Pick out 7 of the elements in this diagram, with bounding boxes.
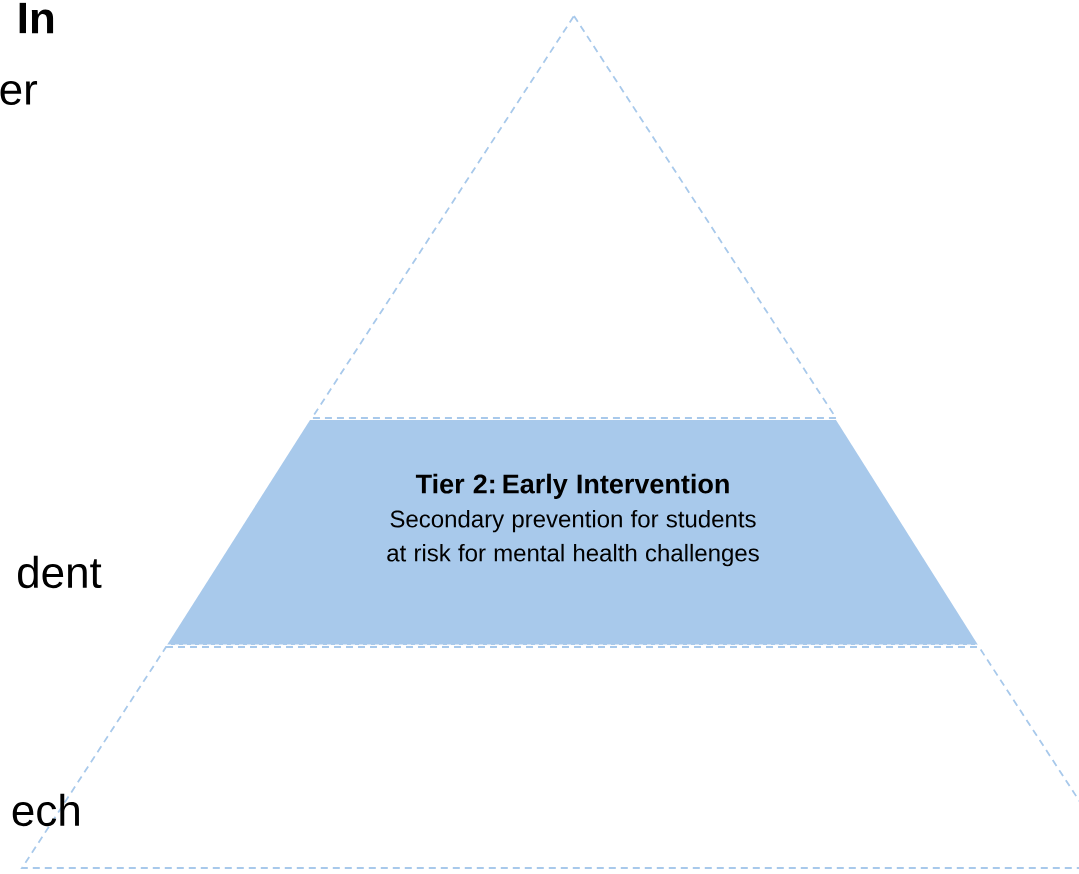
node-label: Secondary prevention for students at risk for mental health challenges bbox=[387, 509, 759, 567]
node-label: Tier 2: Early Intervention bbox=[415, 473, 729, 499]
tier-band: Tier 2: Early Intervention Secondary prevention for students at risk for mental health challenges bbox=[166, 420, 979, 646]
side-text: ech bbox=[12, 793, 79, 827]
side-text: In bbox=[19, 2, 54, 34]
side-text: er bbox=[0, 80, 38, 106]
side-text: dent bbox=[18, 555, 102, 589]
